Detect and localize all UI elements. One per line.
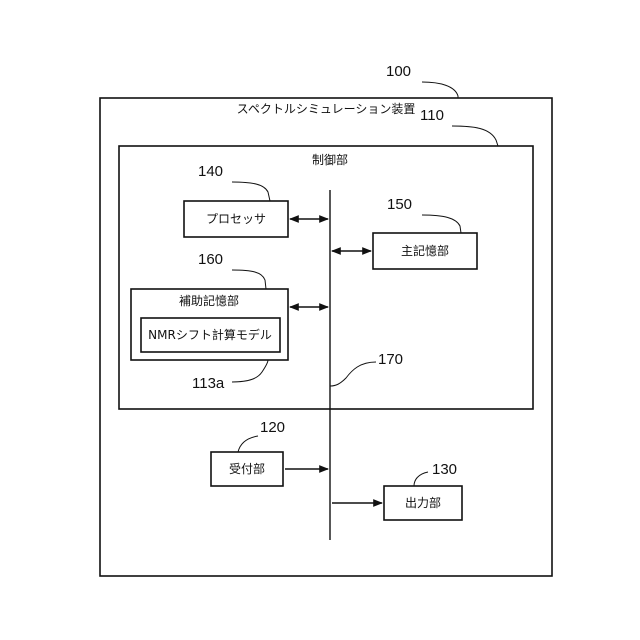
leader-160 — [232, 270, 266, 289]
aux-storage-label: 補助記憶部 — [179, 293, 239, 308]
receiver-label: 受付部 — [229, 461, 265, 476]
leader-140 — [232, 182, 270, 201]
output-label: 出力部 — [405, 495, 441, 510]
control-frame — [119, 146, 533, 409]
nmr-model-label: NMRシフト計算モデル — [148, 327, 272, 342]
ref-120: 120 — [260, 419, 285, 436]
ref-130: 130 — [432, 461, 457, 478]
ref-160: 160 — [198, 251, 223, 268]
control-title: 制御部 — [312, 152, 348, 167]
leader-150 — [422, 215, 461, 233]
leader-110 — [452, 126, 498, 146]
ref-110: 110 — [420, 107, 444, 124]
processor-label: プロセッサ — [206, 212, 266, 226]
ref-140: 140 — [198, 163, 223, 180]
ref-170: 170 — [378, 351, 403, 368]
main-storage-label: 主記憶部 — [401, 243, 449, 258]
leader-100 — [422, 82, 458, 98]
leader-170 — [330, 362, 376, 386]
leader-130 — [414, 472, 428, 486]
ref-150: 150 — [387, 196, 412, 213]
ref-100: 100 — [386, 63, 411, 80]
apparatus-title: スペクトルシミュレーション装置 — [237, 102, 416, 116]
leader-113a — [232, 360, 268, 382]
leader-120 — [238, 436, 258, 452]
ref-113a: 113a — [192, 375, 225, 392]
